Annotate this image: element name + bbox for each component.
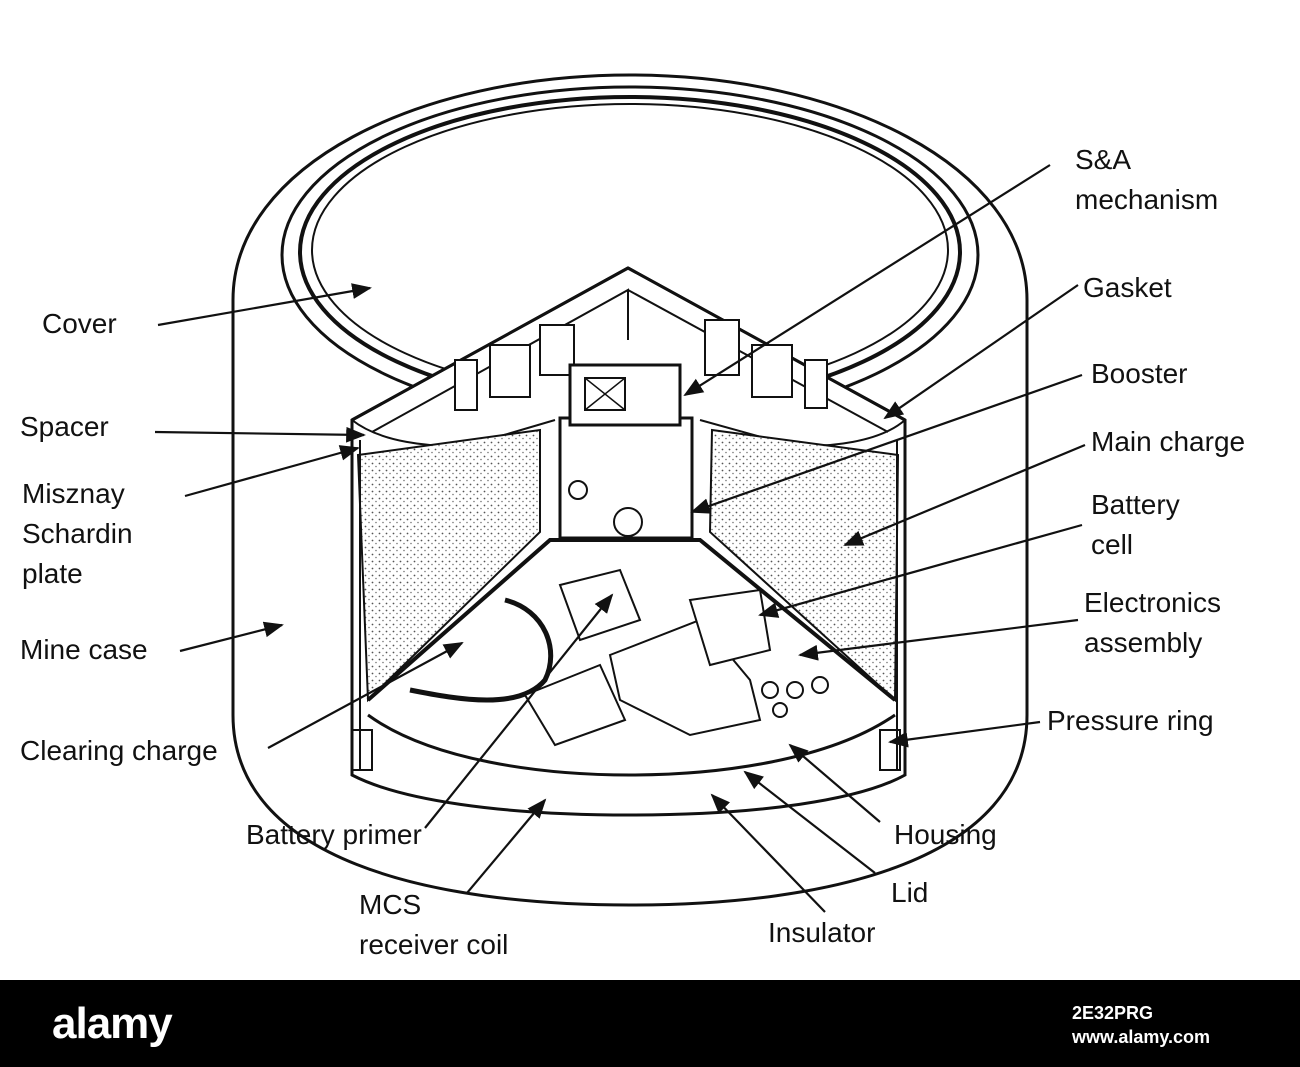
label-cover: Cover: [42, 308, 117, 339]
arrow-mcs-receiver-coil: [466, 798, 547, 894]
label-battery-cell: Battery cell: [1091, 485, 1180, 565]
label-line: Schardin: [22, 518, 133, 549]
label-electronics-assembly: Electronics assembly: [1084, 583, 1221, 663]
roof-window: [454, 359, 478, 411]
label-line: Battery: [1091, 489, 1180, 520]
label-line: receiver coil: [359, 929, 509, 960]
roof-window: [539, 324, 575, 376]
arrow-booster: [690, 373, 1083, 514]
arrow-insulator: [710, 793, 826, 913]
arrow-clearing-charge: [267, 642, 464, 749]
label-misznay-schardin-plate: Misznay Schardin plate: [22, 474, 133, 594]
label-line: Misznay: [22, 478, 125, 509]
label-line: MCS: [359, 889, 422, 920]
label-pressure-ring: Pressure ring: [1047, 705, 1214, 736]
arrow-housing: [788, 743, 881, 823]
label-line: cell: [1091, 529, 1134, 560]
label-clearing-charge: Clearing charge: [20, 735, 218, 766]
label-line: S&A: [1075, 144, 1132, 175]
component: [811, 676, 829, 694]
roof-window: [489, 344, 531, 398]
label-insulator: Insulator: [768, 917, 876, 948]
booster-port: [568, 480, 588, 500]
roof-window: [751, 344, 793, 398]
alamy-logo: alamy: [52, 999, 173, 1048]
battery-primer-block: [523, 663, 627, 747]
label-sa-mechanism: S&A mechanism: [1075, 140, 1218, 220]
mine-cutaway-drawing: [154, 73, 1086, 913]
image-id-text: 2E32PRG: [1072, 1003, 1154, 1023]
label-booster: Booster: [1091, 358, 1188, 389]
label-line: mechanism: [1075, 184, 1219, 215]
label-lid: Lid: [891, 877, 929, 908]
label-line: assembly: [1084, 627, 1203, 658]
pressure-ring-left: [351, 729, 373, 771]
arrow-pressure-ring: [888, 720, 1041, 748]
arrow-battery-cell: [758, 523, 1083, 618]
watermark-footer: [0, 980, 1300, 1067]
battery-cell-block: [688, 588, 772, 667]
arrow-spacer: [154, 426, 366, 443]
interior-cone: [366, 538, 897, 702]
arrow-battery-primer: [424, 593, 614, 829]
label-main-charge: Main charge: [1091, 426, 1246, 457]
arrow-main-charge: [843, 443, 1086, 547]
label-battery-primer: Battery primer: [246, 819, 422, 850]
website-text: www.alamy.com: [1072, 1027, 1211, 1047]
label-line: plate: [22, 558, 83, 589]
label-gasket: Gasket: [1083, 272, 1172, 303]
cutaway-section: [350, 266, 907, 817]
component: [772, 702, 788, 718]
leader-lines: [154, 164, 1086, 913]
arrow-gasket: [883, 284, 1079, 420]
label-mcs-receiver-coil: MCS receiver coil: [359, 885, 508, 965]
arrow-cover: [157, 283, 372, 327]
arrow-electronics-assembly: [798, 618, 1079, 661]
roof-window: [804, 359, 828, 409]
label-housing: Housing: [894, 819, 997, 850]
label-spacer: Spacer: [20, 411, 109, 442]
component: [761, 681, 779, 699]
arrow-mine-case: [179, 621, 284, 653]
label-line: Electronics: [1084, 587, 1221, 618]
sa-window-cross: [584, 377, 626, 411]
main-charge-left: [356, 428, 541, 703]
roof-window: [704, 319, 740, 376]
diagram-area: S&A mechanism Gasket Booster Main charge…: [20, 73, 1246, 965]
arrow-misznay-schardin-plate: [184, 445, 360, 498]
label-mine-case: Mine case: [20, 634, 148, 665]
booster-port: [613, 507, 643, 537]
component: [786, 681, 804, 699]
interior-floor: [367, 713, 896, 777]
arrow-sa-mechanism: [683, 164, 1051, 397]
arrow-lid: [743, 770, 876, 874]
